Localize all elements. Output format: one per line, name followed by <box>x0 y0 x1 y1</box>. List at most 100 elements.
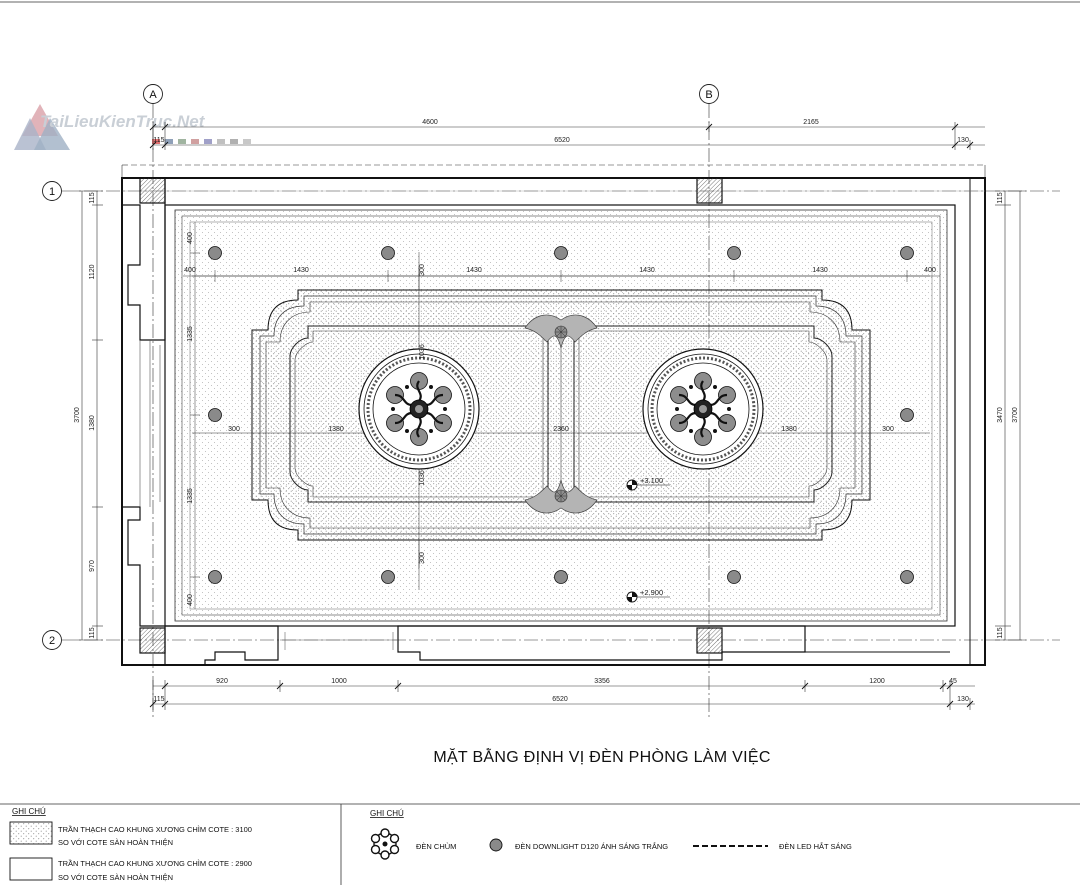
elevation-marker-lower: +2.900 <box>626 588 670 603</box>
bottom-dim-ticks <box>149 682 974 708</box>
column-b1 <box>696 177 723 204</box>
right-panel-inner <box>578 330 828 498</box>
dim-row-1430d: 1430 <box>812 267 828 274</box>
downlight-11 <box>727 570 741 584</box>
svg-text:2: 2 <box>49 635 55 647</box>
column-a2 <box>139 627 166 654</box>
downlight-4 <box>727 246 741 260</box>
dim-left-115b: 115 <box>89 627 96 638</box>
dim-center-300a: 300 <box>419 264 426 276</box>
legend-item1-line2: SO VỚI COTE SÀN HOÀN THIỆN <box>58 838 173 847</box>
bottom-door-opening <box>280 632 398 650</box>
legend-right-title: GHI CHÚ <box>370 809 404 818</box>
dim-row-1430c: 1430 <box>639 267 655 274</box>
dim-col-1335a: 1335 <box>187 326 194 342</box>
dim-bottom-1200: 1200 <box>869 678 885 685</box>
dim-col-1335b: 1335 <box>187 488 194 504</box>
dim-mid-300b: 300 <box>882 426 894 433</box>
elevation-upper-text: +3.100 <box>640 476 663 485</box>
left-dimensions <box>76 190 103 641</box>
downlights <box>208 246 914 584</box>
dim-right-3700: 3700 <box>1012 407 1019 423</box>
dim-mid-1380b: 1380 <box>781 426 797 433</box>
left-panel <box>289 325 549 503</box>
dim-left-1380: 1380 <box>89 415 96 431</box>
chandelier-left <box>358 348 480 470</box>
dim-bottom-45: 45 <box>949 678 957 685</box>
watermark-text: TaiLieuKienTruc.Net <box>40 112 206 131</box>
elevation-lower-text: +2.900 <box>640 588 663 597</box>
column-b2 <box>696 627 723 654</box>
dim-row-1430a: 1430 <box>293 267 309 274</box>
dim-right-115a: 115 <box>997 192 1004 203</box>
dim-left-1120: 1120 <box>89 264 96 279</box>
grid-bubble-b: B <box>699 84 719 104</box>
grid-bubble-2: 2 <box>42 630 62 650</box>
svg-text:1: 1 <box>49 186 55 198</box>
dim-row-1430b: 1430 <box>466 267 482 274</box>
bottom-wall-left <box>165 625 279 665</box>
central-tray-inner <box>265 301 856 529</box>
drawing-title: MẶT BẰNG ĐỊNH VỊ ĐÈN PHÒNG LÀM VIỆC <box>433 747 770 766</box>
dim-bottom-920: 920 <box>216 678 228 685</box>
top-dim-ticks <box>149 123 974 149</box>
dim-bottom-1000: 1000 <box>331 678 347 685</box>
left-door-opening <box>139 340 161 507</box>
dim-mid-300a: 300 <box>228 426 240 433</box>
bottom-wall-mid <box>397 625 806 661</box>
dim-top-130: 130 <box>957 137 969 144</box>
downlight-10 <box>554 570 568 584</box>
left-wall-profile-lower <box>121 506 166 666</box>
inner-dim-lines <box>183 222 940 609</box>
downlight-6 <box>208 408 222 422</box>
legend-right: GHI CHÚ ĐÈN CHÙM ĐÈN DOWNLIGHT D120 ÁNH … <box>370 809 852 860</box>
top-dimensions <box>121 122 986 178</box>
dim-left-115a: 115 <box>89 192 96 203</box>
grid-bubble-a: A <box>143 84 163 104</box>
dim-bottom-3356: 3356 <box>594 678 610 685</box>
svg-text:B: B <box>705 89 712 101</box>
dim-bottom-6520: 6520 <box>552 696 568 703</box>
legend-swatch-dotted <box>9 821 53 845</box>
ornament-top-shell <box>524 314 598 349</box>
dim-mid-1380a: 1380 <box>328 426 344 433</box>
grid-bubble-1: 1 <box>42 181 62 201</box>
dim-left-3700: 3700 <box>74 407 81 423</box>
dim-col-400b: 400 <box>187 594 194 606</box>
legend-swatch-plain <box>9 857 53 881</box>
column-a1 <box>139 177 166 204</box>
watermark-logo: TaiLieuKienTruc.Net <box>14 104 251 150</box>
elevation-marker-upper: +3.100 <box>626 476 670 491</box>
downlight-12 <box>900 570 914 584</box>
dim-center-1036: 1036 <box>419 344 426 360</box>
legend-downlight-label: ĐÈN DOWNLIGHT D120 ÁNH SÁNG TRẮNG <box>515 842 668 851</box>
downlight-1 <box>208 246 222 260</box>
dim-top-4600: 4600 <box>422 119 438 126</box>
legend-item2-line2: SO VỚI COTE SÀN HOÀN THIỆN <box>58 873 173 882</box>
downlight-7 <box>900 408 914 422</box>
dim-right-3470: 3470 <box>997 407 1004 423</box>
legend-chandelier-label: ĐÈN CHÙM <box>416 842 456 851</box>
dim-bottom-130: 130 <box>957 696 969 703</box>
legend-left: GHI CHÚ TRẦN THẠCH CAO KHUNG XƯƠNG CHÌM … <box>9 807 252 882</box>
dim-top-115: 115 <box>153 137 164 144</box>
legend-left-title: GHI CHÚ <box>12 807 46 816</box>
bottom-dimensions <box>122 664 985 710</box>
svg-text:A: A <box>149 89 157 101</box>
ceiling-lower-inner2 <box>189 221 933 610</box>
chandelier-legend-icon <box>370 828 400 860</box>
legend-item2-line1: TRẦN THẠCH CAO KHUNG XƯƠNG CHÌM COTE : 2… <box>58 858 252 868</box>
downlight-5 <box>900 246 914 260</box>
dim-top-2165: 2165 <box>803 119 819 126</box>
dim-right-115b: 115 <box>997 627 1004 638</box>
dim-left-970: 970 <box>89 560 96 572</box>
legend-led-label: ĐÈN LED HẮT SÁNG <box>779 842 852 851</box>
dim-row-400b: 400 <box>924 267 936 274</box>
chandelier-right <box>642 348 764 470</box>
dim-mid-2360: 2360 <box>553 426 569 433</box>
left-wall-profile <box>121 177 166 341</box>
central-tray-mid <box>259 295 863 535</box>
ornament-bottom-shell <box>524 479 598 514</box>
downlight-legend-icon <box>489 838 503 852</box>
